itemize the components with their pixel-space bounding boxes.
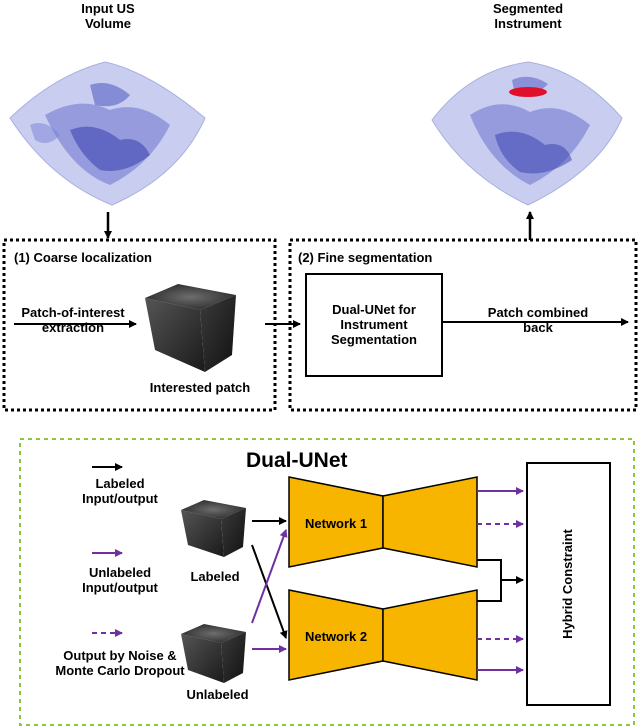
hybrid-constraint-label: Hybrid Constraint (560, 529, 575, 639)
input-title-line1: Input US (81, 1, 135, 16)
unlabeled-cube (181, 624, 246, 683)
interested-patch-caption: Interested patch (149, 380, 251, 395)
fine-segmentation-title: (2) Fine segmentation (298, 250, 433, 265)
dual-unet-box-label: Dual-UNet for Instrument Segmentation (306, 302, 442, 347)
dual-unet-segmentation-box (305, 273, 443, 377)
labeled-cube (181, 500, 246, 557)
unlabeled-caption: Unlabeled (186, 687, 249, 702)
legend-labeled-label: Labeled Input/output (72, 476, 168, 506)
hybrid-constraint-box (526, 462, 611, 706)
input-us-volume-image (9, 61, 206, 206)
combined-line2: back (523, 320, 553, 335)
arrow-unlabeled-to-net1 (251, 529, 288, 624)
legend-unlabeled-line2: Input/output (82, 580, 158, 595)
legend-labeled-line1: Labeled (95, 476, 145, 491)
network2-decoder (382, 589, 478, 681)
legend-labeled-line2: Input/output (82, 491, 158, 506)
extraction-line1: Patch-of-interest (21, 305, 125, 320)
instrument-highlight (509, 87, 547, 97)
output-title-line1: Segmented (492, 1, 564, 16)
legend-noise-label: Output by Noise & Monte Carlo Dropout (40, 648, 200, 678)
coarse-localization-title: (1) Coarse localization (14, 250, 152, 265)
output-title: Segmented Instrument (470, 1, 586, 31)
patch-combined-label: Patch combined back (478, 305, 598, 335)
box-line3: Segmentation (331, 332, 417, 347)
legend-unlabeled-line1: Unlabeled (88, 565, 152, 580)
patch-extraction-label: Patch-of-interest extraction (8, 305, 138, 335)
legend-noise-line2: Monte Carlo Dropout (55, 663, 185, 678)
labeled-caption: Labeled (190, 569, 240, 584)
labeled-output-merge (477, 559, 502, 602)
network2-label: Network 2 (305, 629, 368, 644)
box-line2: Instrument (340, 317, 408, 332)
arrow-labeled-to-net2 (251, 544, 288, 639)
input-volume-title: Input US Volume (60, 1, 156, 31)
output-title-line2: Instrument (494, 16, 562, 31)
input-title-line2: Volume (85, 16, 131, 31)
box-line1: Dual-UNet for (332, 302, 416, 317)
network1-decoder (382, 476, 478, 568)
legend-unlabeled-label: Unlabeled Input/output (72, 565, 168, 595)
segmented-instrument-image (431, 61, 623, 206)
legend-noise-line1: Output by Noise & (63, 648, 177, 663)
combined-line1: Patch combined (487, 305, 589, 320)
interested-patch-cube (145, 284, 236, 372)
extraction-line2: extraction (41, 320, 105, 335)
network1-label: Network 1 (305, 516, 368, 531)
dual-unet-container (19, 438, 635, 726)
dual-unet-title: Dual-UNet (246, 449, 348, 472)
